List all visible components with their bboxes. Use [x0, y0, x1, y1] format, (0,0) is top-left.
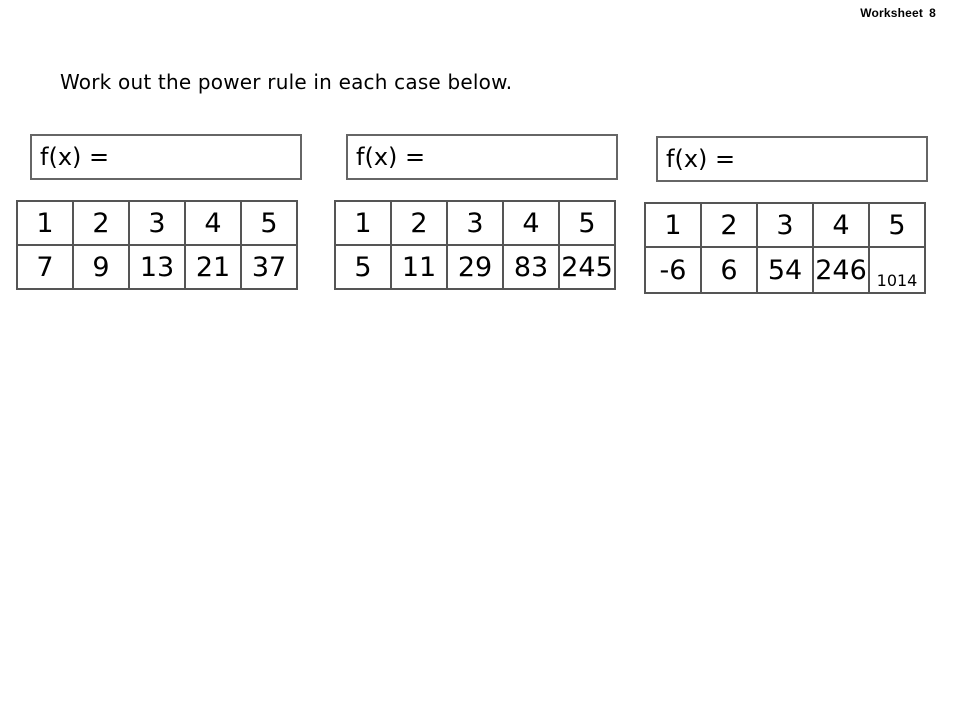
x-cell: 2	[72, 200, 130, 246]
x-cell: 5	[240, 200, 298, 246]
fx-label: f(x) =	[666, 145, 736, 173]
x-cell: 4	[184, 200, 242, 246]
x-cell: 3	[756, 202, 814, 248]
y-cell: 6	[700, 246, 758, 294]
y-cell: 29	[446, 244, 504, 290]
answer-box-1[interactable]: f(x) =	[30, 134, 302, 180]
y-cell: 9	[72, 244, 130, 290]
x-cell: 1	[334, 200, 392, 246]
x-cell: 5	[868, 202, 926, 248]
y-cell: 37	[240, 244, 298, 290]
y-cell: 5	[334, 244, 392, 290]
x-cell: 3	[446, 200, 504, 246]
worksheet-title: Worksheet	[860, 6, 924, 20]
x-cell: 1	[644, 202, 702, 248]
x-row: 1 2 3 4 5	[16, 200, 298, 246]
x-row: 1 2 3 4 5	[334, 200, 616, 246]
y-cell: 11	[390, 244, 448, 290]
fx-label: f(x) =	[356, 143, 426, 171]
y-cell: 54	[756, 246, 814, 294]
y-row: 5 11 29 83 245	[334, 244, 616, 290]
sequence-table-3: 1 2 3 4 5 -6 6 54 246 1014	[644, 202, 926, 294]
x-row: 1 2 3 4 5	[644, 202, 926, 248]
y-cell: 21	[184, 244, 242, 290]
y-row: 7 9 13 21 37	[16, 244, 298, 290]
x-cell: 4	[502, 200, 560, 246]
sequence-table-2: 1 2 3 4 5 5 11 29 83 245	[334, 200, 616, 290]
x-cell: 1	[16, 200, 74, 246]
answer-box-2[interactable]: f(x) =	[346, 134, 618, 180]
x-cell: 5	[558, 200, 616, 246]
y-cell: 13	[128, 244, 186, 290]
x-cell: 2	[700, 202, 758, 248]
y-cell: 1014	[868, 246, 926, 294]
x-cell: 3	[128, 200, 186, 246]
sequence-table-1: 1 2 3 4 5 7 9 13 21 37	[16, 200, 298, 290]
x-cell: 4	[812, 202, 870, 248]
y-cell: 83	[502, 244, 560, 290]
worksheet-number: 8	[929, 6, 936, 20]
y-row: -6 6 54 246 1014	[644, 246, 926, 294]
y-cell: 7	[16, 244, 74, 290]
y-cell: 246	[812, 246, 870, 294]
answer-box-3[interactable]: f(x) =	[656, 136, 928, 182]
worksheet-label: Worksheet 8	[860, 6, 936, 20]
y-cell: -6	[644, 246, 702, 294]
y-cell: 245	[558, 244, 616, 290]
instruction-text: Work out the power rule in each case bel…	[60, 70, 513, 94]
x-cell: 2	[390, 200, 448, 246]
fx-label: f(x) =	[40, 143, 110, 171]
